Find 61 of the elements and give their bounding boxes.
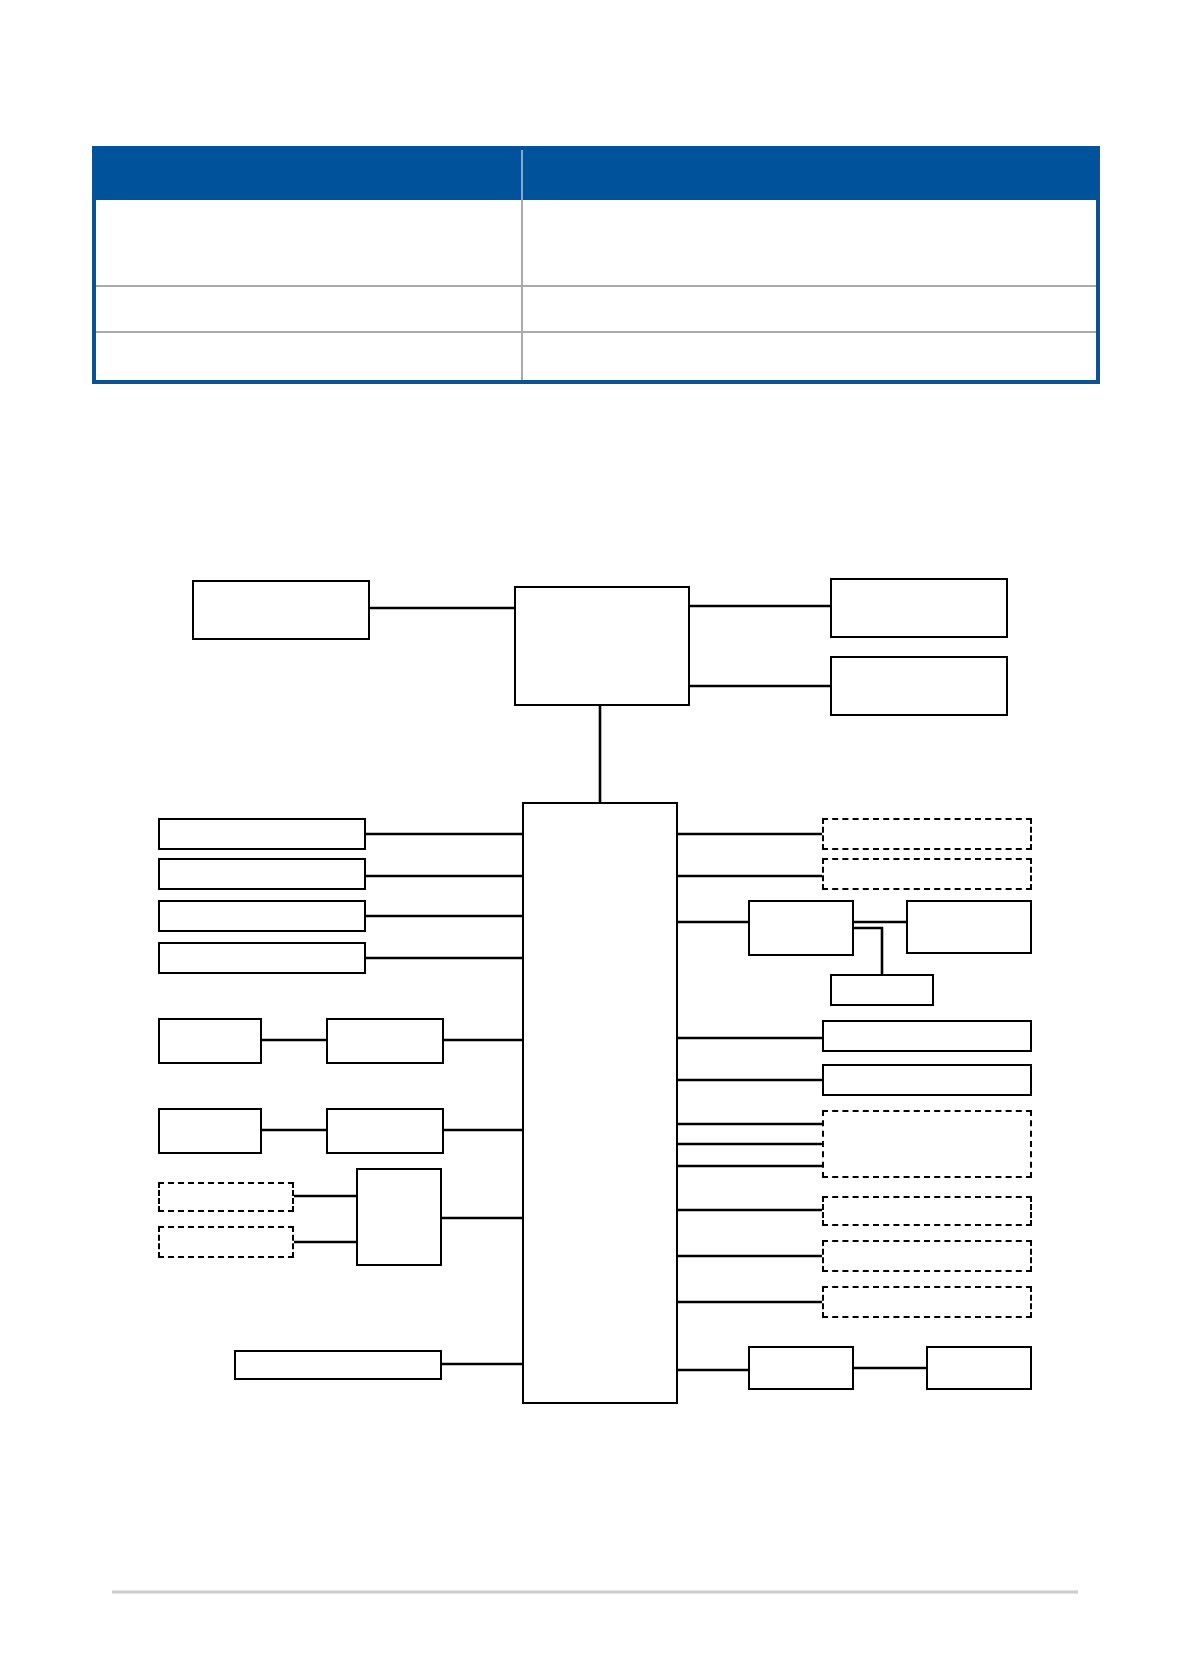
connector-line bbox=[444, 1128, 522, 1132]
connector-line bbox=[262, 1038, 326, 1042]
block bbox=[192, 580, 370, 640]
connector-line bbox=[678, 1164, 822, 1168]
optional-block bbox=[822, 1286, 1032, 1318]
block bbox=[158, 1108, 262, 1154]
optional-block bbox=[158, 1226, 294, 1258]
connector-line bbox=[678, 1078, 822, 1082]
connector-line bbox=[366, 914, 522, 918]
optional-block bbox=[822, 1240, 1032, 1272]
optional-block bbox=[822, 858, 1032, 890]
block bbox=[326, 1108, 444, 1154]
block bbox=[748, 900, 854, 956]
block bbox=[830, 974, 934, 1006]
block bbox=[158, 942, 366, 974]
connector-line bbox=[854, 926, 884, 974]
hub-block bbox=[514, 586, 690, 706]
connector-line bbox=[678, 1142, 822, 1146]
connector-line bbox=[262, 1128, 326, 1132]
block bbox=[326, 1018, 444, 1064]
block bbox=[830, 578, 1008, 638]
connector-line bbox=[854, 1366, 926, 1370]
optional-block bbox=[822, 1110, 1032, 1178]
connector-line bbox=[678, 1036, 822, 1040]
connector-line bbox=[690, 604, 830, 608]
block bbox=[822, 1020, 1032, 1052]
block bbox=[906, 900, 1032, 954]
connector-line bbox=[366, 832, 522, 836]
block bbox=[158, 818, 366, 850]
connector-line bbox=[678, 1300, 822, 1304]
connector-line bbox=[678, 874, 822, 878]
optional-block bbox=[822, 1196, 1032, 1226]
block bbox=[234, 1350, 442, 1380]
connector-line bbox=[678, 1208, 822, 1212]
connector-line bbox=[294, 1194, 356, 1198]
block bbox=[822, 1064, 1032, 1096]
block bbox=[356, 1168, 442, 1266]
connector-line bbox=[598, 706, 602, 802]
connector-line bbox=[442, 1216, 522, 1220]
connector-line bbox=[690, 684, 830, 688]
connector-line bbox=[678, 1254, 822, 1258]
block bbox=[158, 900, 366, 932]
connector-line bbox=[678, 1122, 822, 1126]
block bbox=[830, 656, 1008, 716]
optional-block bbox=[822, 818, 1032, 850]
connector-line bbox=[678, 920, 748, 924]
block bbox=[926, 1346, 1032, 1390]
connector-line bbox=[678, 832, 822, 836]
block bbox=[748, 1346, 854, 1390]
optional-block bbox=[158, 1182, 294, 1212]
connector-line bbox=[442, 1362, 522, 1366]
block bbox=[158, 858, 366, 890]
block bbox=[158, 1018, 262, 1064]
connector-line bbox=[854, 920, 906, 924]
connector-line bbox=[370, 606, 514, 610]
connector-line bbox=[294, 1240, 356, 1244]
connector-line bbox=[444, 1038, 522, 1042]
connector-line bbox=[366, 956, 522, 960]
connector-line bbox=[678, 1368, 748, 1372]
main-block bbox=[522, 802, 678, 1404]
connector-line bbox=[366, 874, 522, 878]
